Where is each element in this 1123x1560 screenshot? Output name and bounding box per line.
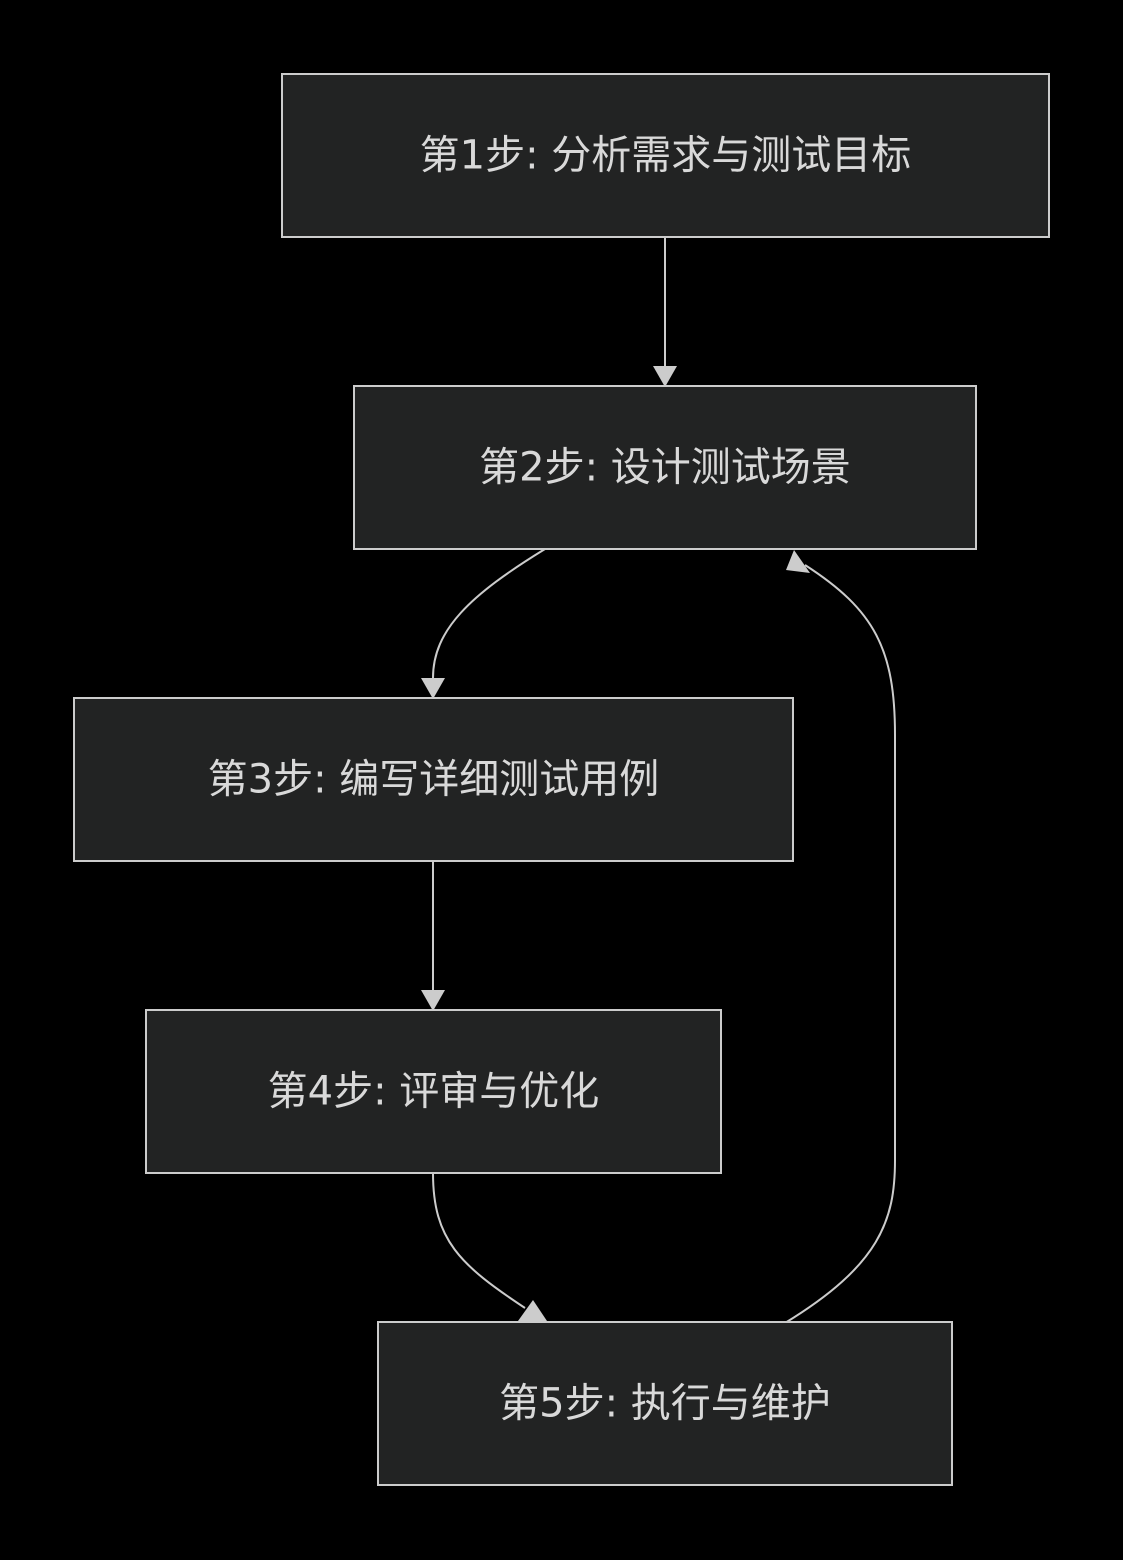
node-box-step4 <box>145 1009 722 1174</box>
node-box-step2 <box>353 385 977 550</box>
arrowhead-step5-from-step4 <box>518 1300 547 1321</box>
flow-node-step5[interactable]: 第5步: 执行与维护 <box>377 1321 953 1486</box>
arrowhead-step2-from-step5 <box>786 550 810 573</box>
node-label-step1: 第1步: 分析需求与测试目标 <box>420 133 912 179</box>
flow-node-step1[interactable]: 第1步: 分析需求与测试目标 <box>281 73 1050 238</box>
node-box-step1 <box>281 73 1050 238</box>
node-label-step5: 第5步: 执行与维护 <box>499 1381 831 1427</box>
node-box-step5 <box>377 1321 953 1486</box>
edges <box>421 237 896 1324</box>
arrowhead-step2-from-step1 <box>653 366 677 387</box>
arrowhead-step3-from-step2 <box>421 678 445 699</box>
flow-node-step2[interactable]: 第2步: 设计测试场景 <box>353 385 977 550</box>
node-label-step2: 第2步: 设计测试场景 <box>479 445 851 491</box>
node-box-step3 <box>73 697 794 862</box>
edge-step4-to-step5 <box>432 1172 526 1309</box>
arrowhead-step4-from-step3 <box>421 990 445 1011</box>
node-label-step3: 第3步: 编写详细测试用例 <box>208 757 660 803</box>
node-label-step4: 第4步: 评审与优化 <box>268 1069 600 1115</box>
flow-node-step4[interactable]: 第4步: 评审与优化 <box>145 1009 722 1174</box>
flow-node-step3[interactable]: 第3步: 编写详细测试用例 <box>73 697 794 862</box>
edge-step5-to-step2 <box>784 564 896 1324</box>
edge-step2-to-step3 <box>432 548 546 679</box>
